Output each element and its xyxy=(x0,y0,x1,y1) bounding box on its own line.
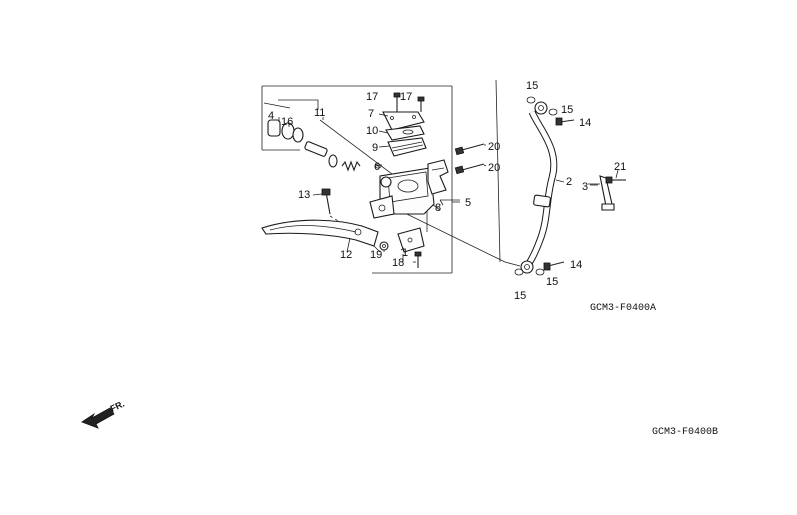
callout-3: 3 xyxy=(582,181,588,193)
lever-bracket xyxy=(369,195,395,219)
switch-screw xyxy=(414,251,422,268)
fr-arrow-icon xyxy=(81,407,115,429)
brake-hose xyxy=(495,79,558,274)
cap xyxy=(382,111,425,131)
figure-code-top: GCM3-F0400A xyxy=(590,303,656,314)
front-direction-arrow: FR. xyxy=(81,399,126,429)
switch xyxy=(397,227,425,253)
sealing-washers xyxy=(514,96,558,276)
callout-20-bottom: 20 xyxy=(488,162,500,174)
callout-11: 11 xyxy=(314,107,325,119)
callout-17-b: 17 xyxy=(400,91,412,103)
callout-20-top: 20 xyxy=(488,141,500,153)
callout-13: 13 xyxy=(298,189,310,201)
callout-12: 12 xyxy=(340,249,352,261)
callout-9: 9 xyxy=(372,142,378,154)
piston-cup xyxy=(267,119,281,137)
holder xyxy=(427,159,449,195)
callout-15-d: 15 xyxy=(546,276,558,288)
fr-label: FR. xyxy=(109,399,126,414)
callout-16: 16 xyxy=(281,116,293,128)
callout-15-a: 15 xyxy=(526,80,538,92)
callout-5: 5 xyxy=(465,197,471,209)
primary-cup xyxy=(328,154,338,168)
callout-14-top: 14 xyxy=(579,117,591,129)
callout-19: 19 xyxy=(370,249,382,261)
figure-code-bottom: GCM3-F0400B xyxy=(652,427,718,438)
callout-8: 8 xyxy=(435,202,441,214)
callout-15-b: 15 xyxy=(561,104,573,116)
brake-lever xyxy=(261,219,381,253)
plate xyxy=(385,125,425,141)
callout-4: 4 xyxy=(268,110,274,122)
master-cylinder-body xyxy=(369,163,435,262)
diaphragm xyxy=(387,137,427,157)
hose-guide xyxy=(588,175,626,211)
callout-6: 6 xyxy=(374,161,380,173)
circlip xyxy=(292,127,304,143)
reservoir-cap xyxy=(382,92,427,157)
hose-clamp xyxy=(533,194,551,208)
banjo-bottom xyxy=(520,260,534,274)
spring xyxy=(341,160,361,172)
banjo-top xyxy=(534,101,548,115)
callout-7: 7 xyxy=(368,108,374,120)
callout-15-c: 15 xyxy=(514,290,526,302)
banjo-bolts xyxy=(543,117,575,271)
callout-18: 18 xyxy=(392,257,404,269)
callout-14-bottom: 14 xyxy=(570,259,582,271)
callout-17-a: 17 xyxy=(366,91,378,103)
holder-bolts xyxy=(454,143,485,175)
callout-21: 21 xyxy=(614,161,626,173)
callout-10: 10 xyxy=(366,125,378,137)
piston-kit xyxy=(267,119,361,172)
piston xyxy=(304,141,328,157)
callout-1: 1 xyxy=(402,247,408,259)
callout-2: 2 xyxy=(566,176,572,188)
leader-lines xyxy=(278,113,619,263)
callout-labels: 1 2 3 4 5 6 7 8 9 10 11 12 13 14 14 15 1… xyxy=(268,80,626,302)
